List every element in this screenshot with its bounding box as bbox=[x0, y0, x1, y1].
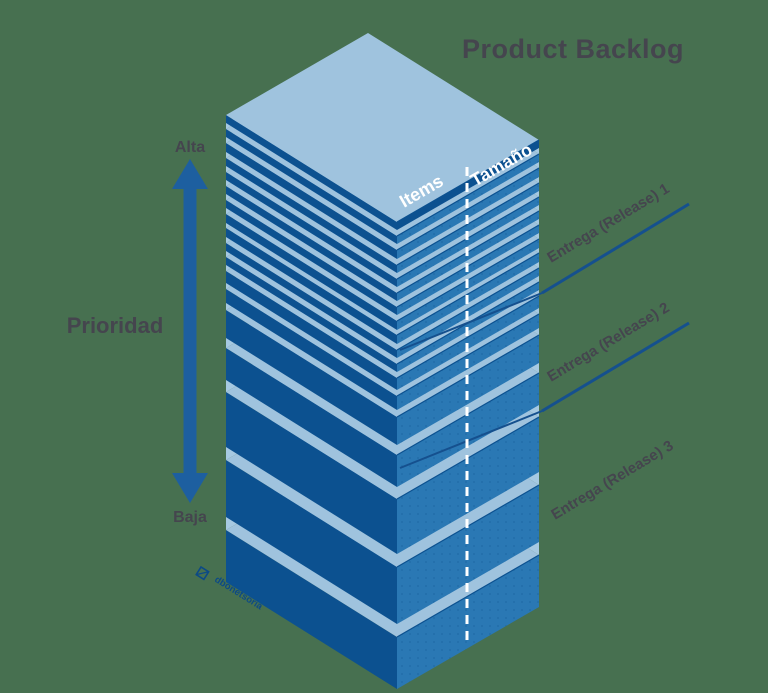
diagram-title: Product Backlog bbox=[462, 34, 684, 64]
layer-front-edge bbox=[396, 153, 540, 237]
layer-left-face bbox=[226, 257, 397, 372]
layer-left-face bbox=[226, 143, 397, 259]
layer-left-face bbox=[226, 115, 397, 230]
layer-left-face bbox=[226, 172, 397, 287]
layer-left-face bbox=[226, 186, 397, 301]
release-2-face-line bbox=[399, 410, 543, 469]
layer-left-face bbox=[226, 243, 397, 358]
layer-left-face bbox=[226, 530, 397, 689]
watermark-logo-icon bbox=[195, 565, 210, 581]
layer-left-face bbox=[226, 460, 397, 624]
layer-right-face-texture bbox=[397, 335, 539, 445]
layer-front-edge bbox=[396, 267, 540, 351]
layer-right-face-texture bbox=[397, 183, 539, 273]
layer-right-face-texture bbox=[397, 417, 539, 554]
layer-front-edge bbox=[396, 295, 540, 379]
layer-left-face bbox=[226, 158, 397, 273]
layer-front-edge bbox=[396, 252, 540, 336]
layer-front-edge bbox=[396, 139, 540, 223]
layer-front-edge bbox=[396, 313, 540, 397]
priority-low-label: Baja bbox=[173, 509, 207, 526]
layer-left-face bbox=[226, 310, 397, 445]
release-1-line bbox=[541, 202, 690, 295]
layer-left-face bbox=[226, 348, 397, 487]
release-2-line bbox=[541, 321, 690, 413]
layer-right-face-texture bbox=[397, 197, 539, 287]
layer-front-edge bbox=[396, 167, 540, 251]
layer-top-face bbox=[226, 33, 539, 222]
layer-left-face bbox=[226, 392, 397, 554]
release-1-face-line bbox=[399, 292, 543, 351]
layer-left-face bbox=[226, 214, 397, 330]
layer-left-face bbox=[226, 228, 397, 344]
priority-axis-label: Prioridad bbox=[67, 313, 164, 338]
layer-left-face bbox=[226, 289, 397, 410]
layer-left-face bbox=[226, 271, 397, 390]
layer-left-face bbox=[226, 200, 397, 315]
layer-left-face bbox=[226, 129, 397, 244]
layer-front-edge bbox=[396, 554, 540, 638]
priority-arrow bbox=[172, 159, 208, 503]
layer-right-face-texture bbox=[397, 168, 539, 259]
priority-high-label: Alta bbox=[175, 139, 205, 156]
